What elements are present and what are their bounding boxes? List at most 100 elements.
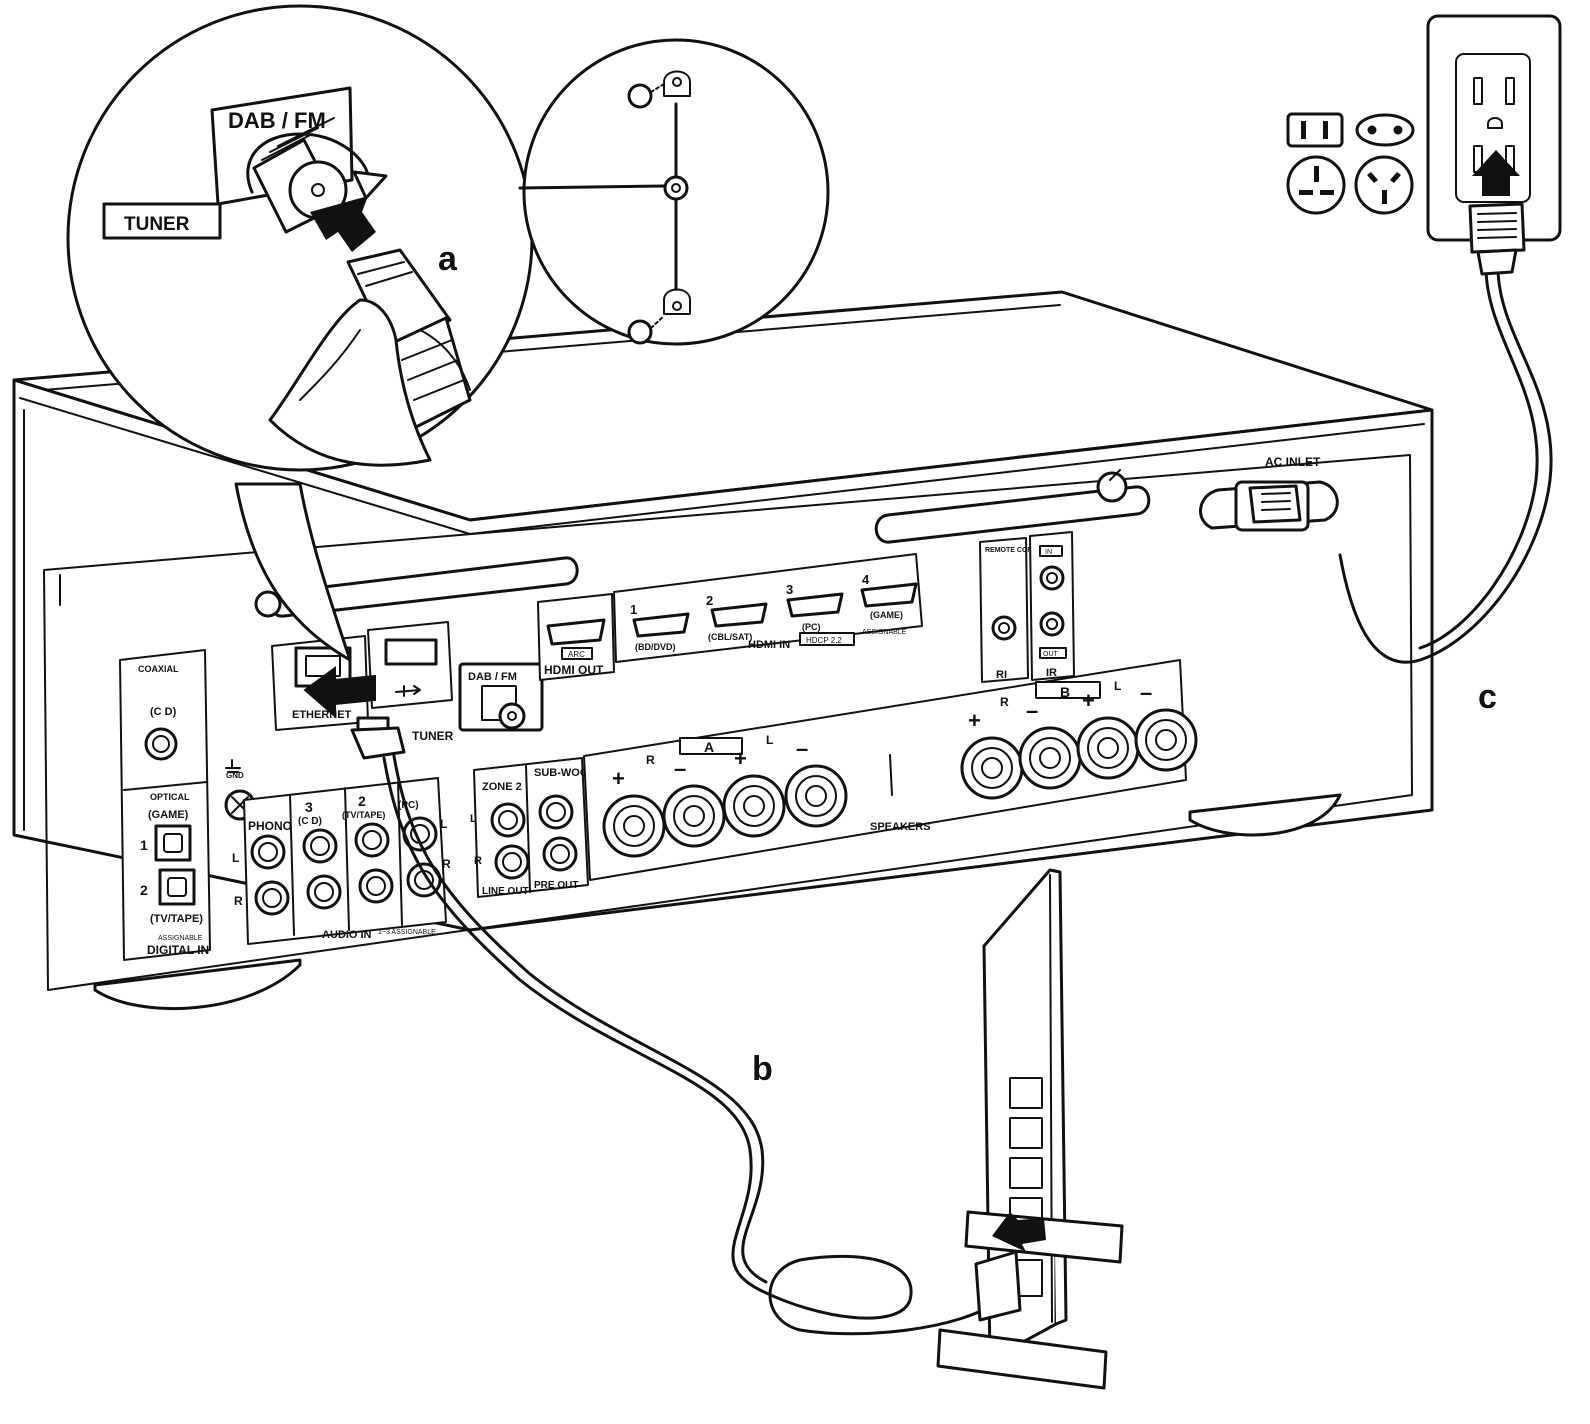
plug-type-icons <box>1286 112 1415 215</box>
dabfm-zoom-label: DAB / FM <box>228 108 326 133</box>
ir-out-label: OUT <box>1043 651 1059 658</box>
audio-in-r-label-right: R <box>442 857 451 871</box>
plug-type-c-icon <box>1355 113 1415 147</box>
hdmi-out-label: HDMI OUT <box>544 663 604 677</box>
hdmi-in-3-name: (PC) <box>802 622 821 632</box>
arc-label: ARC <box>568 650 585 659</box>
speaker-b-l-minus: – <box>1140 680 1152 705</box>
zone2-label: ZONE 2 <box>482 781 522 793</box>
coaxial-cd-label: (C D) <box>150 706 177 718</box>
ir-section: IN OUT IR <box>1029 531 1075 681</box>
hdmi-in-4-name: (GAME) <box>870 610 903 620</box>
audio-in-l-label: L <box>232 851 239 865</box>
ac-inlet-label: AC INLET <box>1265 455 1321 469</box>
hdmi-in-label: HDMI IN <box>748 639 790 651</box>
phono-label: PHONO <box>248 819 292 833</box>
optical-2-label: 2 <box>140 882 148 898</box>
tuner-zoom-callout: TUNER DAB / FM <box>66 4 534 662</box>
antenna-zoom-callout <box>518 38 830 346</box>
plug-type-g-icon <box>1286 155 1346 215</box>
ir-in-label: IN <box>1045 549 1052 556</box>
audio-in-2-name: (TV/TAPE) <box>342 810 385 820</box>
hdcp-label: HDCP 2.2 <box>806 636 842 645</box>
hdmi-out-port <box>546 618 606 646</box>
ethernet-cable-plug <box>350 716 406 760</box>
insert-arrow-dabfm <box>310 196 376 252</box>
ir-label: IR <box>1046 667 1057 679</box>
wifi-antenna-left <box>254 556 579 618</box>
optical-jack-2 <box>158 868 196 906</box>
speaker-b-r-minus: – <box>1026 698 1038 723</box>
speaker-b-l-plus: + <box>1082 688 1095 713</box>
usb-port <box>384 638 438 666</box>
optical-game-label: (GAME) <box>148 809 189 821</box>
hdmi-in-1-num: 1 <box>630 602 637 617</box>
gnd-label: GND <box>226 771 244 780</box>
dabfm-connector-panel <box>498 702 526 730</box>
plug-type-a-icon <box>1286 112 1344 148</box>
hdmi-assignable-label: ASSIGNABLE <box>862 629 907 636</box>
ethernet-label: ETHERNET <box>292 709 352 721</box>
rca-jacks-audio-in <box>250 816 442 916</box>
speaker-a-r-plus: + <box>612 766 625 791</box>
audio-in-section: PHONO 3 (C D) 2 (TV/TAPE) (PC) L R L R A… <box>232 777 451 945</box>
remote-control-label: REMOTE CONTROL <box>985 547 1052 554</box>
hand-illustration <box>268 298 432 467</box>
hdmi-in-4-num: 4 <box>862 572 870 587</box>
hdmi-in-2-num: 2 <box>706 593 713 608</box>
insert-arrow-router <box>992 1212 1046 1252</box>
callout-a: a <box>438 240 458 278</box>
speakers-section: A B R L R L + – + – + – + – SPEAKERS <box>583 659 1198 881</box>
audio-in-2-label: 2 <box>358 793 366 809</box>
ir-out-jack <box>1039 611 1065 637</box>
hdmi-in-port-1: 1 (BD/DVD) <box>630 602 690 652</box>
speaker-b-r-plus: + <box>968 708 981 733</box>
hdmi-in-1-name: (BD/DVD) <box>635 642 676 652</box>
hdmi-in-port-3: 3 (PC) <box>786 582 844 632</box>
optical-tvtape-label: (TV/TAPE) <box>150 913 203 925</box>
speaker-b-label: B <box>1060 684 1070 700</box>
wall-outlet <box>1426 14 1562 276</box>
digital-in-section: COAXIAL (C D) OPTICAL (GAME) 1 2 (TV/TAP… <box>119 649 211 961</box>
optical-jack-1 <box>154 824 192 862</box>
speaker-a-l-label: L <box>766 733 773 747</box>
digital-in-label: DIGITAL IN <box>147 943 209 957</box>
speaker-a-r-minus: – <box>674 756 686 781</box>
callout-b: b <box>752 1050 773 1088</box>
speakers-label: SPEAKERS <box>870 821 931 833</box>
network-router <box>936 868 1124 1390</box>
callout-c: c <box>1478 678 1497 716</box>
speaker-a-l-plus: + <box>734 746 747 771</box>
speaker-terminals-a <box>602 764 848 858</box>
coaxial-label: COAXIAL <box>138 664 179 674</box>
hdmi-out-section: ARC HDMI OUT <box>537 593 615 681</box>
zone2-r-label: R <box>474 855 482 867</box>
optical-label: OPTICAL <box>150 792 190 802</box>
zone2-l-label: L <box>470 813 477 825</box>
speaker-a-l-minus: – <box>796 736 808 761</box>
speaker-a-r-label: R <box>646 753 655 767</box>
remote-control-text: REMOTE CONTROL <box>985 547 1052 554</box>
ethernet-cable <box>382 756 1002 1336</box>
audio-in-r-label: R <box>234 894 243 908</box>
hdmi-in-2-name: (CBL/SAT) <box>708 632 752 642</box>
dabfm-panel-section: DAB / FM <box>458 662 544 732</box>
plug-type-i-icon <box>1354 155 1414 215</box>
wifi-antenna-right <box>874 471 1151 544</box>
audio-in-1-name: (PC) <box>398 800 419 811</box>
insert-arrow-ethernet <box>303 666 376 719</box>
optical-1-label: 1 <box>140 837 148 853</box>
remote-control-section: REMOTE CONTROL RI <box>979 537 1052 683</box>
ir-in-jack <box>1039 565 1065 591</box>
power-cable <box>1338 268 1553 664</box>
speaker-a-label: A <box>704 739 714 755</box>
pre-out-label: PRE OUT <box>534 880 578 891</box>
tuner-zoom-label-box <box>102 202 222 240</box>
speaker-terminals-b <box>960 708 1198 800</box>
audio-in-label: AUDIO IN <box>322 929 372 941</box>
zone2-preout-section: ZONE 2 SUB-WOOFER L R LINE OUT PRE OUT <box>470 757 610 898</box>
line-out-label: LINE OUT <box>482 886 529 897</box>
digital-in-assignable-label: ASSIGNABLE <box>158 935 203 942</box>
